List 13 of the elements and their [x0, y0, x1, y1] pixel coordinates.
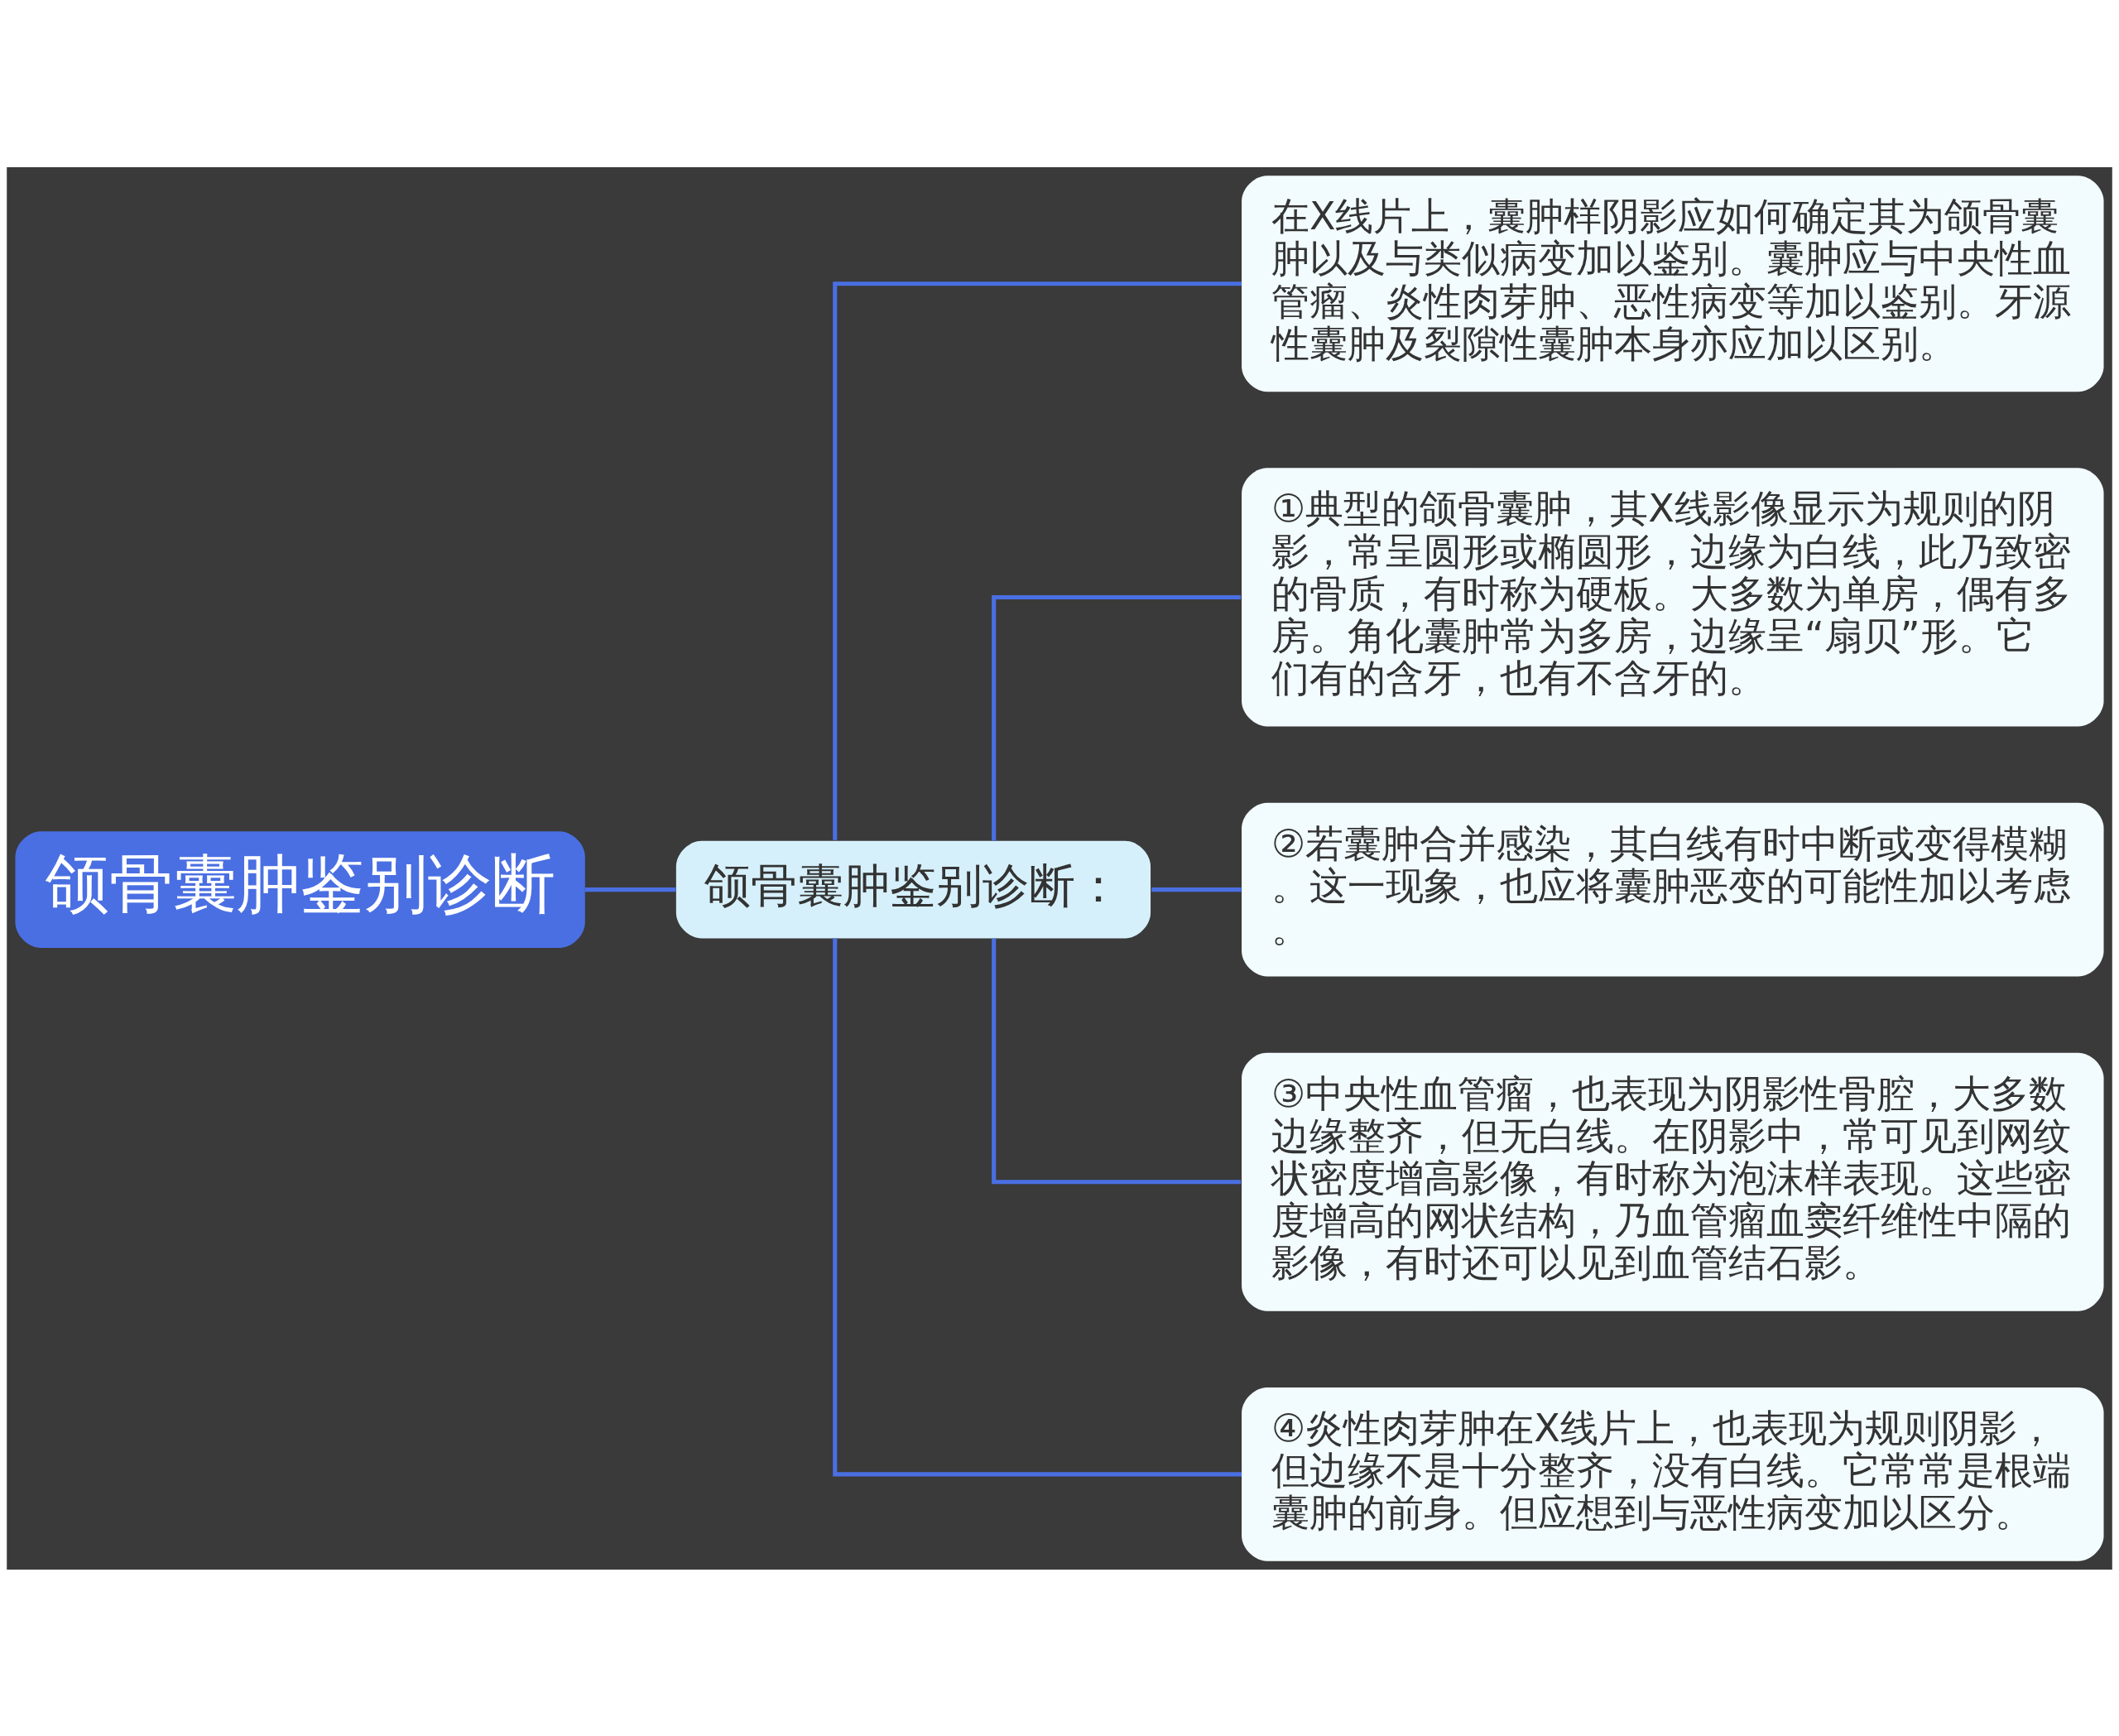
node-box: 颌骨囊肿鉴别诊断: [15, 830, 585, 948]
connector: [992, 938, 1242, 1184]
node-box: 在X线片上，囊肿样阴影应如何确定其为颌骨囊肿以及与类似病变加以鉴别。囊肿应与中央性血管瘤、炎性肉芽肿、恶性病变等加以鉴别。牙源性囊肿及裂隙性囊肿本身亦应加以区别。: [1242, 175, 2104, 392]
connector: [585, 887, 676, 892]
node-box: ④炎性肉芽肿在X线片上，也表现为规则阴影，但边缘不是十分整齐，没有白线。它常常是根端囊肿的前身。但应想到与恶性病变加以区分。: [1242, 1387, 2104, 1561]
connector: [833, 281, 1242, 840]
node-box: ①典型的颌骨囊肿，其X线影像显示为规则的阴影，常呈圆形或椭圆形，边缘为白线，此乃致密的骨质，有时称为硬板。大多数为单房，偶有多房。角化囊肿常为多房，边缘呈“扇贝”形。它们有的含牙，也有不含牙的。: [1242, 467, 2104, 727]
node-box: ③中央性血管瘤，也表现为阴影性骨腔，大多数边缘整齐，但无白线。在阴影中，常可见到网纹状密度增高影像，有时称为泡沫样表现。这些密度增高的网状结构，乃血管瘤血窦纤维性中隔的影像，有时还可以见到血管结石影。: [1242, 1052, 2104, 1311]
node-box: ②若囊肿合并感染，其白线有时中断或变得模糊。这一现象，也应将囊肿恶变的可能性加以考虑。: [1242, 802, 2104, 976]
connector: [992, 594, 1242, 840]
connector: [833, 938, 1242, 1476]
node-box: 颌骨囊肿鉴别诊断：: [675, 840, 1151, 938]
connector: [1151, 887, 1242, 892]
